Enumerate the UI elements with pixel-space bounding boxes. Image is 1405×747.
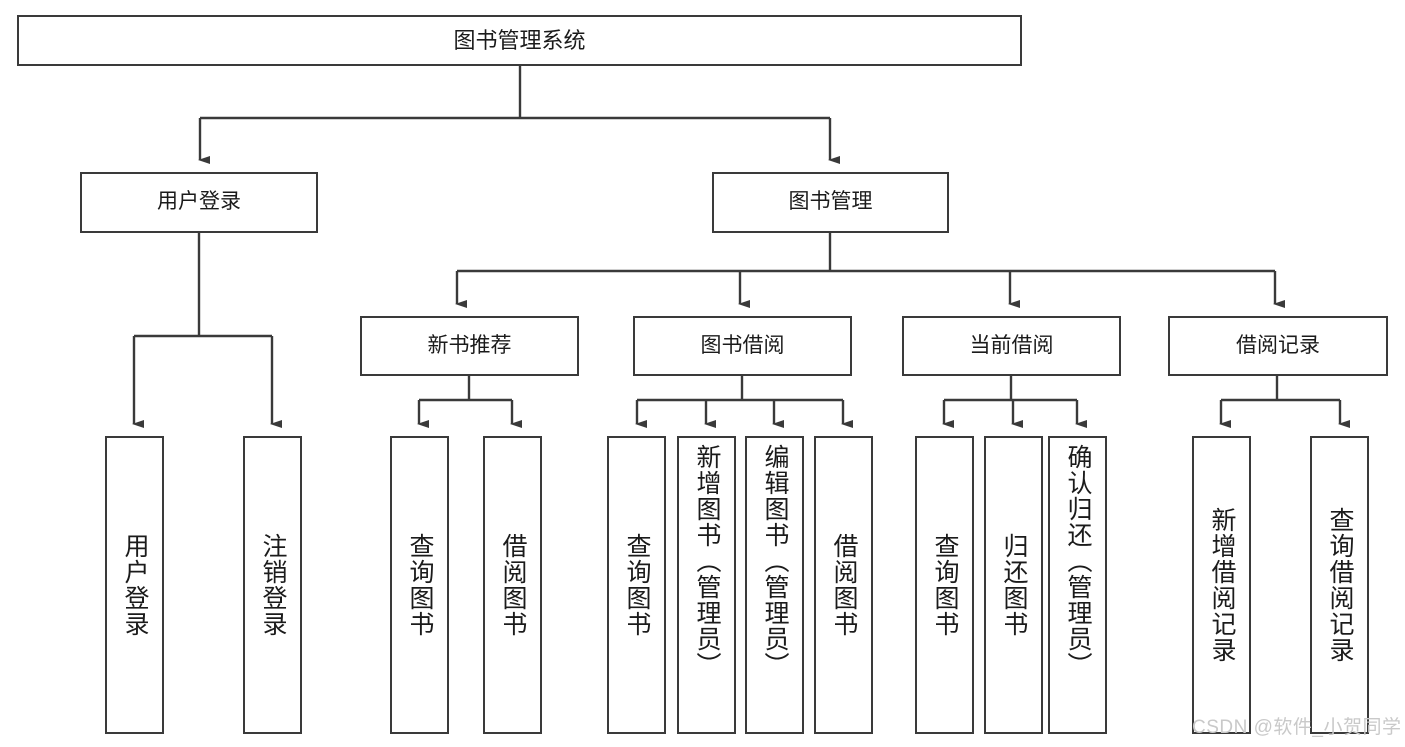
node-label: 图书管理 [788,190,873,214]
leaf-record-query-record[interactable]: 查询借阅记录 [1310,436,1369,734]
node-label: 查询图书 [406,533,434,637]
leaf-current-return-book[interactable]: 归还图书 [984,436,1043,734]
node-current-borrow[interactable]: 当前借阅 [902,316,1121,376]
node-label: 查询图书 [931,533,959,637]
node-label: 新书推荐 [427,333,512,357]
node-label: 用户登录 [157,190,241,214]
leaf-borrow-query-book[interactable]: 查询图书 [607,436,666,734]
leaf-current-query-book[interactable]: 查询图书 [915,436,974,734]
node-label: 借阅记录 [1236,333,1320,357]
node-root[interactable]: 图书管理系统 [17,15,1022,66]
leaf-record-add-record[interactable]: 新增借阅记录 [1192,436,1251,734]
node-label: 归还图书 [1000,533,1028,637]
leaf-user-login[interactable]: 用户登录 [105,436,164,734]
node-user-login[interactable]: 用户登录 [80,172,318,233]
node-label: 用户登录 [121,533,149,637]
leaf-borrow-add-book-admin[interactable]: 新增图书（管理员） [677,436,736,734]
node-label: 借阅图书 [830,533,858,637]
node-label: 新增借阅记录 [1208,507,1236,663]
node-label: 图书管理系统 [453,27,586,53]
node-new-book-recommend[interactable]: 新书推荐 [360,316,579,376]
leaf-user-logout[interactable]: 注销登录 [243,436,302,734]
csdn-watermark: CSDN @软件_小贺同学 [1192,717,1402,738]
leaf-borrow-borrow-book[interactable]: 借阅图书 [814,436,873,734]
node-label: 新增图书（管理员） [693,444,721,678]
node-book-borrow[interactable]: 图书借阅 [633,316,852,376]
node-label: 编辑图书（管理员） [761,444,789,678]
node-label: 借阅图书 [499,533,527,637]
node-borrow-record[interactable]: 借阅记录 [1168,316,1388,376]
node-label: 确认归还（管理员） [1064,444,1092,678]
leaf-current-confirm-return-admin[interactable]: 确认归还（管理员） [1048,436,1107,734]
node-label: 当前借阅 [969,333,1054,357]
leaf-borrow-edit-book-admin[interactable]: 编辑图书（管理员） [745,436,804,734]
node-label: 注销登录 [259,533,287,637]
node-label: 图书借阅 [700,333,785,357]
leaf-recommend-query-book[interactable]: 查询图书 [390,436,449,734]
node-label: 查询图书 [623,533,651,637]
node-book-management[interactable]: 图书管理 [712,172,949,233]
leaf-recommend-borrow-book[interactable]: 借阅图书 [483,436,542,734]
node-label: 查询借阅记录 [1326,507,1354,663]
